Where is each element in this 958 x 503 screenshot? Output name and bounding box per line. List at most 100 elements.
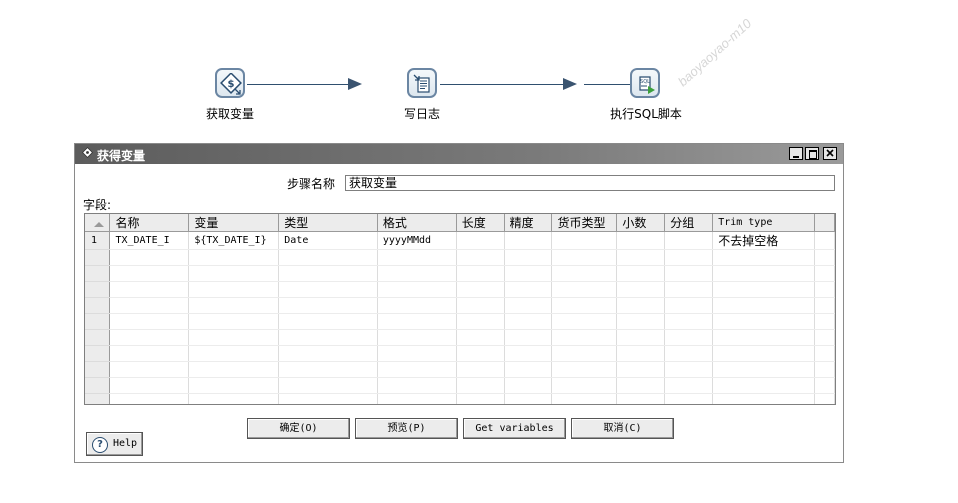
column-header-type[interactable]: 类型 [278, 214, 378, 232]
empty-cell[interactable] [504, 345, 553, 362]
empty-cell[interactable] [664, 281, 714, 298]
empty-cell[interactable] [551, 313, 618, 330]
empty-cell[interactable] [616, 249, 666, 266]
close-button[interactable] [823, 147, 837, 160]
preview-button[interactable]: 预览(P) [355, 418, 458, 439]
get-variables-button[interactable]: Get variables [463, 418, 566, 439]
cell-precision[interactable] [504, 231, 553, 250]
step-name-input[interactable]: 获取变量 [345, 175, 835, 191]
empty-cell[interactable] [712, 297, 815, 314]
empty-cell[interactable] [616, 297, 666, 314]
empty-cell[interactable] [504, 249, 553, 266]
empty-cell[interactable] [109, 265, 190, 282]
empty-cell[interactable] [377, 329, 457, 346]
empty-cell[interactable] [188, 393, 280, 404]
empty-table-row[interactable] [85, 361, 835, 378]
empty-cell[interactable] [109, 249, 190, 266]
empty-table-row[interactable] [85, 265, 835, 282]
empty-cell[interactable] [109, 361, 190, 378]
empty-cell[interactable] [278, 361, 378, 378]
empty-cell[interactable] [616, 361, 666, 378]
empty-cell[interactable] [551, 393, 618, 404]
empty-cell[interactable] [456, 345, 505, 362]
empty-cell[interactable] [712, 313, 815, 330]
maximize-button[interactable] [805, 147, 819, 160]
empty-cell[interactable] [664, 265, 714, 282]
cancel-button[interactable]: 取消(C) [571, 418, 674, 439]
empty-table-row[interactable] [85, 345, 835, 362]
column-header-currency[interactable]: 货币类型 [551, 214, 618, 232]
step-execute-sql[interactable]: SQL [630, 68, 660, 98]
empty-cell[interactable] [814, 361, 835, 378]
empty-cell[interactable] [504, 329, 553, 346]
empty-table-row[interactable] [85, 249, 835, 266]
column-header-variable[interactable]: 变量 [188, 214, 280, 232]
empty-cell[interactable] [188, 361, 280, 378]
empty-table-row[interactable] [85, 297, 835, 314]
ok-button[interactable]: 确定(O) [247, 418, 350, 439]
cell-format[interactable]: yyyyMMdd [377, 231, 457, 250]
empty-cell[interactable] [616, 281, 666, 298]
empty-cell[interactable] [109, 345, 190, 362]
empty-cell[interactable] [377, 345, 457, 362]
empty-cell[interactable] [377, 265, 457, 282]
empty-cell[interactable] [109, 313, 190, 330]
step-write-log[interactable] [407, 68, 437, 98]
column-header-length[interactable]: 长度 [456, 214, 505, 232]
empty-cell[interactable] [712, 329, 815, 346]
empty-cell[interactable] [377, 297, 457, 314]
empty-cell[interactable] [616, 265, 666, 282]
empty-cell[interactable] [504, 377, 553, 394]
empty-cell[interactable] [188, 249, 280, 266]
empty-cell[interactable] [456, 377, 505, 394]
row-number-header[interactable] [85, 214, 111, 232]
cell-group[interactable] [664, 231, 714, 250]
column-header-decimal[interactable]: 小数 [616, 214, 666, 232]
cell-type[interactable]: Date [278, 231, 378, 250]
column-header-group[interactable]: 分组 [664, 214, 714, 232]
empty-cell[interactable] [664, 313, 714, 330]
empty-cell[interactable] [377, 377, 457, 394]
empty-cell[interactable] [278, 297, 378, 314]
empty-cell[interactable] [504, 297, 553, 314]
empty-cell[interactable] [188, 345, 280, 362]
empty-cell[interactable] [109, 393, 190, 404]
column-header-trim-type[interactable]: Trim type [712, 214, 815, 232]
empty-cell[interactable] [814, 345, 835, 362]
empty-cell[interactable] [616, 377, 666, 394]
empty-cell[interactable] [712, 281, 815, 298]
cell-currency[interactable] [551, 231, 618, 250]
cell-name[interactable]: TX_DATE_I [109, 231, 190, 250]
empty-cell[interactable] [814, 297, 835, 314]
empty-cell[interactable] [551, 345, 618, 362]
empty-cell[interactable] [456, 361, 505, 378]
empty-cell[interactable] [456, 249, 505, 266]
dialog-titlebar[interactable]: 获得变量 [75, 144, 843, 164]
empty-cell[interactable] [664, 329, 714, 346]
empty-cell[interactable] [504, 393, 553, 404]
empty-cell[interactable] [551, 297, 618, 314]
empty-cell[interactable] [456, 265, 505, 282]
cell-decimal[interactable] [616, 231, 666, 250]
empty-cell[interactable] [664, 393, 714, 404]
empty-cell[interactable] [616, 329, 666, 346]
empty-cell[interactable] [504, 265, 553, 282]
empty-cell[interactable] [109, 329, 190, 346]
cell-trim-type[interactable]: 不去掉空格 [712, 231, 815, 250]
empty-cell[interactable] [814, 377, 835, 394]
empty-cell[interactable] [456, 297, 505, 314]
column-header-precision[interactable]: 精度 [504, 214, 553, 232]
empty-cell[interactable] [814, 393, 835, 404]
empty-cell[interactable] [456, 393, 505, 404]
empty-cell[interactable] [109, 297, 190, 314]
empty-cell[interactable] [712, 265, 815, 282]
empty-table-row[interactable] [85, 281, 835, 298]
empty-cell[interactable] [616, 393, 666, 404]
empty-cell[interactable] [456, 313, 505, 330]
empty-cell[interactable] [814, 329, 835, 346]
empty-cell[interactable] [814, 313, 835, 330]
empty-cell[interactable] [188, 329, 280, 346]
column-header-format[interactable]: 格式 [377, 214, 457, 232]
cell-variable[interactable]: ${TX_DATE_I} [188, 231, 280, 250]
empty-cell[interactable] [551, 249, 618, 266]
